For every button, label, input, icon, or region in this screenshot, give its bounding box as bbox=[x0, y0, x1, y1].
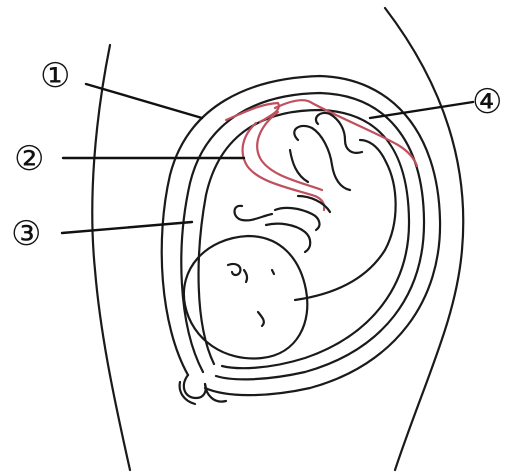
uterine-wall bbox=[162, 76, 440, 395]
leader-line-1 bbox=[86, 84, 202, 118]
leader-line-4 bbox=[370, 102, 473, 118]
umbilical-cord bbox=[243, 112, 325, 210]
leader-lines bbox=[62, 84, 473, 233]
label-3: ③ bbox=[11, 214, 41, 254]
label-2: ② bbox=[14, 139, 44, 179]
leader-line-3 bbox=[62, 222, 192, 233]
cervix bbox=[180, 375, 226, 404]
fetus-head bbox=[184, 236, 307, 358]
label-4: ④ bbox=[472, 82, 502, 122]
fetus bbox=[184, 113, 396, 359]
label-1: ① bbox=[40, 56, 70, 96]
